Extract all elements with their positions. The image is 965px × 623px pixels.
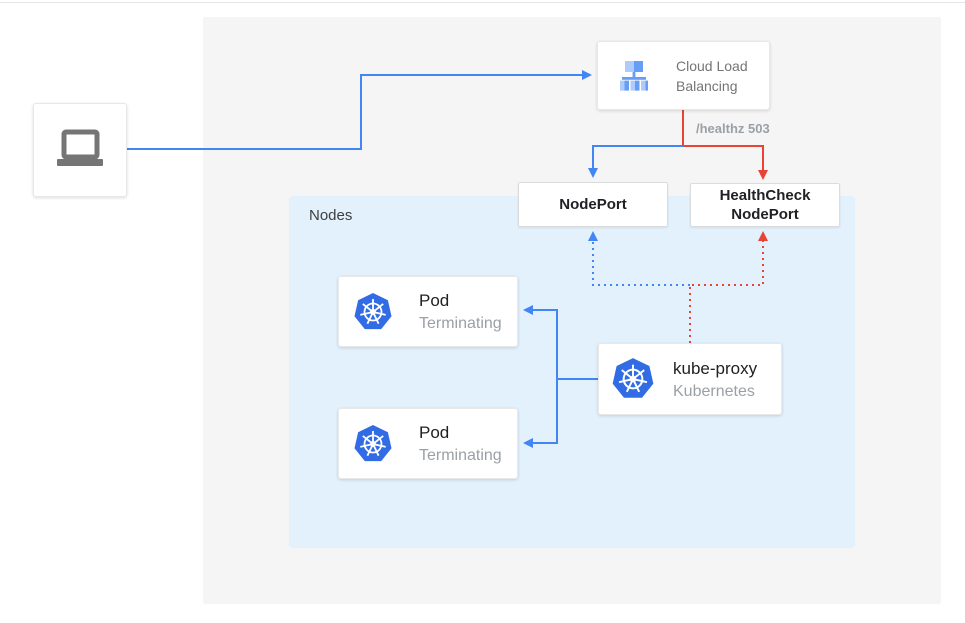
cloud-load-balancing-card: Cloud Load Balancing — [597, 41, 770, 110]
cloud-load-balancing-label: Cloud Load Balancing — [676, 57, 748, 94]
kube-proxy-subtitle: Kubernetes — [673, 382, 755, 400]
nodes-panel-label: Nodes — [309, 207, 353, 224]
client-laptop-card — [33, 103, 127, 197]
kubernetes-icon — [353, 292, 393, 332]
nodeport-box: NodePort — [518, 182, 668, 227]
pod2-title: Pod — [419, 423, 450, 442]
kubernetes-icon — [611, 357, 655, 401]
pod1-title: Pod — [419, 291, 450, 310]
pod2-status: Terminating — [419, 447, 502, 464]
nodeport-label: NodePort — [559, 196, 627, 213]
pod-card-1: Pod Terminating — [338, 276, 518, 347]
top-divider — [0, 2, 965, 3]
laptop-icon — [52, 122, 108, 178]
healthz-503-label: /healthz 503 — [696, 121, 770, 136]
healthcheck-nodeport-label: HealthCheck NodePort — [719, 187, 811, 223]
kube-proxy-card: kube-proxy Kubernetes — [598, 343, 782, 415]
healthcheck-nodeport-box: HealthCheck NodePort — [690, 183, 840, 227]
pod1-status: Terminating — [419, 315, 502, 332]
cloud-load-balancing-icon — [614, 56, 654, 96]
kube-proxy-title: kube-proxy — [673, 358, 758, 378]
pod-card-2: Pod Terminating — [338, 408, 518, 479]
kubernetes-icon — [353, 424, 393, 464]
